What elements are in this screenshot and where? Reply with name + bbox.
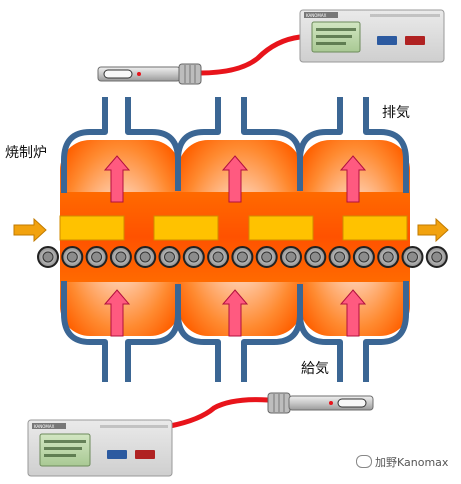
watermark-text: 加野Kanomax [375, 456, 449, 469]
roller-hub [188, 251, 200, 263]
top-wall [61, 97, 409, 193]
roller-hub [236, 251, 248, 263]
roller-hub [139, 251, 151, 263]
top-cable [197, 34, 303, 76]
roller-hub [42, 251, 54, 263]
meter-button-blue [377, 36, 397, 45]
roller-hub [334, 251, 346, 263]
outflow-arrow [417, 217, 449, 243]
air-flow-arrows [103, 155, 367, 337]
roller-hub [382, 251, 394, 263]
roller-hub [115, 251, 127, 263]
up-arrow-bottom-3 [339, 289, 367, 337]
meter-brand-plate [304, 12, 338, 18]
roller-hub [358, 251, 370, 263]
bottom-probe [267, 392, 374, 414]
furnace-label: 焼制炉 [5, 145, 47, 161]
roller-hub [212, 251, 224, 263]
bottom-cable [167, 397, 271, 429]
inflow-arrow [13, 217, 47, 243]
top-meter: KANOMAX [299, 9, 445, 63]
bottom-meter: KANOMAX [27, 419, 173, 477]
up-arrow-top-1 [103, 155, 131, 203]
top-probe [97, 63, 202, 85]
product-board-2 [153, 215, 219, 241]
supply-label: 給気 [301, 361, 329, 377]
roller-hub [91, 251, 103, 263]
conveyor-rollers [37, 246, 448, 268]
product-board-4 [342, 215, 408, 241]
wechat-icon [356, 455, 372, 468]
meter-button-red [135, 450, 155, 459]
watermark: 加野Kanomax [356, 454, 448, 470]
probe-led [137, 72, 141, 76]
roller-hub [285, 251, 297, 263]
up-arrow-top-2 [221, 155, 249, 203]
exhaust-label: 排気 [382, 105, 410, 121]
roller-hub [66, 251, 78, 263]
roller-hub [261, 251, 273, 263]
meter-button-red [405, 36, 425, 45]
meter-brand: KANOMAX [34, 424, 55, 429]
roller-hub [407, 251, 418, 263]
furnace-walls [61, 97, 409, 382]
product-boards [59, 215, 408, 241]
probe-led [329, 401, 333, 405]
roller-hub [431, 251, 443, 263]
up-arrow-top-3 [339, 155, 367, 203]
up-arrow-bottom-2 [221, 289, 249, 337]
bottom-wall [61, 281, 409, 382]
probe-window [103, 69, 133, 79]
meter-button-blue [107, 450, 127, 459]
up-arrow-bottom-1 [103, 289, 131, 337]
meter-brand-plate [32, 423, 66, 429]
probe-window [337, 398, 367, 408]
product-board-3 [248, 215, 314, 241]
roller-hub [309, 251, 321, 263]
roller-hub [164, 251, 175, 263]
meter-brand: KANOMAX [306, 13, 327, 18]
product-board-1 [59, 215, 125, 241]
